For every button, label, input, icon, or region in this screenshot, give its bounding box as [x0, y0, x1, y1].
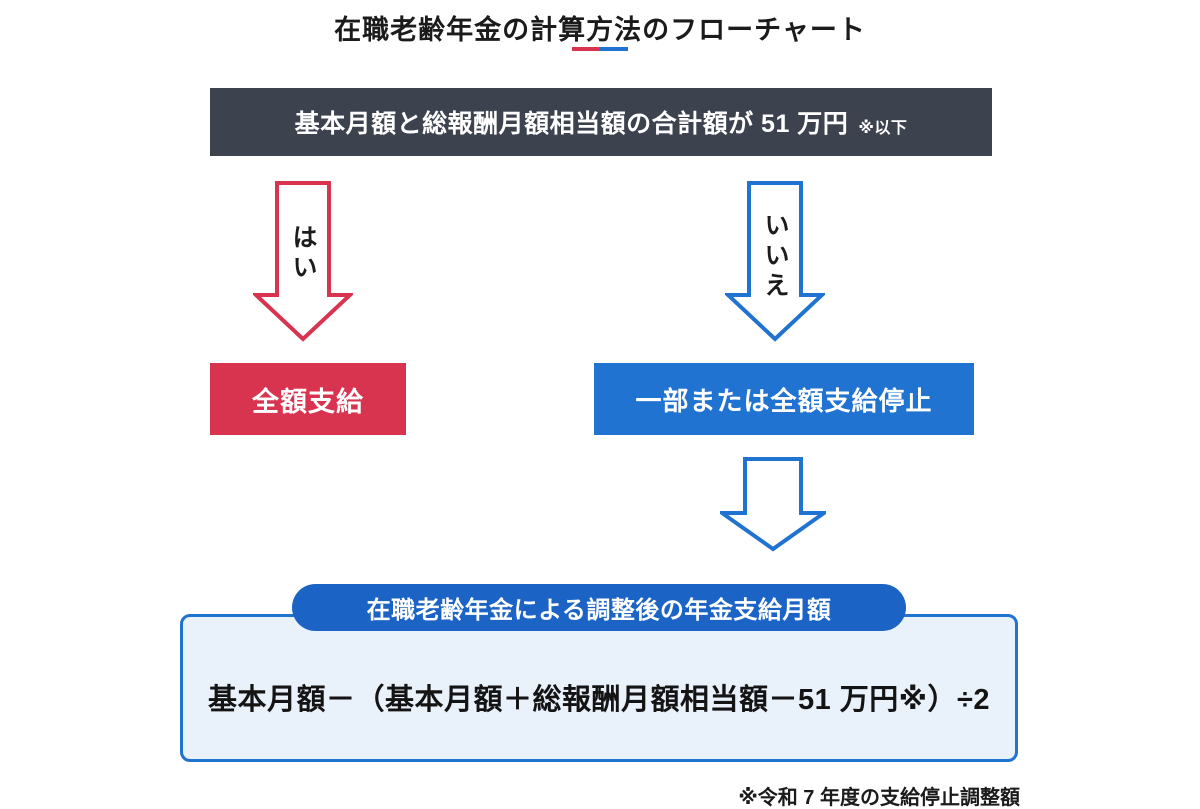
full-payment-box: 全額支給	[210, 363, 406, 435]
formula-text: 基本月額－（基本月額＋総報酬月額相当額－51 万円※）÷2	[207, 684, 991, 716]
condition-box: 基本月額と総報酬月額相当額の合計額が 51 万円 ※以下	[210, 88, 992, 156]
no-arrow-label: いいえ	[761, 212, 789, 302]
footnote: ※令和 7 年度の支給停止調整額	[738, 787, 1020, 809]
underline-blue-segment	[600, 47, 628, 51]
yes-down-arrow-icon	[253, 181, 353, 342]
no-down-arrow-icon	[725, 181, 825, 342]
page-title: 在職老齢年金の計算方法のフローチャート	[334, 15, 866, 45]
down-arrow-icon	[720, 457, 826, 552]
partial-suspension-box: 一部または全額支給停止	[594, 363, 974, 435]
condition-note: ※以下	[858, 119, 908, 137]
condition-text: 基本月額と総報酬月額相当額の合計額が 51 万円	[294, 110, 849, 138]
title-underline	[572, 47, 628, 51]
yes-arrow-label: はい	[289, 224, 317, 284]
underline-red-segment	[572, 47, 600, 51]
adjusted-pension-badge: 在職老齢年金による調整後の年金支給月額	[292, 584, 906, 631]
